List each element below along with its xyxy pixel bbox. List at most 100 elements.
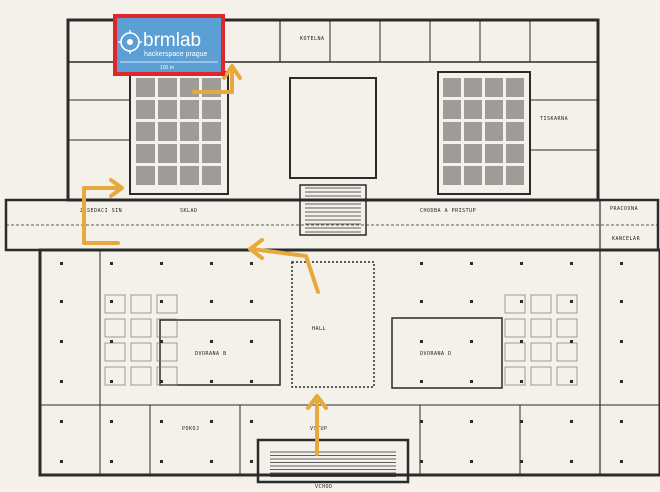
pillar [470,262,473,265]
pillar [110,420,113,423]
pillar [420,340,423,343]
east-hall-grid-cell [504,318,526,338]
column-grid [104,78,578,386]
east-hall-grid-cell [530,294,552,314]
left-court-grid-cell [136,122,155,141]
pillar [60,262,63,265]
east-hall-grid-cell [530,318,552,338]
label-hall-b: DVORANA B [195,351,227,357]
right-court-grid-cell [443,122,461,141]
west-hall-grid-cell [104,318,126,338]
gear-icon [118,30,142,54]
left-court-grid-cell [158,78,177,97]
west-hall-grid-cell [104,366,126,386]
pillar [110,262,113,265]
left-court-grid-cell [136,144,155,163]
pillar [470,340,473,343]
right-court-grid-cell [506,166,524,185]
pillar [470,460,473,463]
pillar [160,420,163,423]
pillar [420,380,423,383]
left-court-grid-cell [180,100,199,119]
pillar [250,340,253,343]
brmlab-logo: brmlab hackerspace prague 100 m [113,14,225,76]
left-court-grid-cell [202,100,221,119]
west-hall-grid-cell [156,366,178,386]
pillar [60,420,63,423]
west-hall-grid-cell [156,294,178,314]
west-hall-grid-cell [104,342,126,362]
right-court-grid-cell [464,166,482,185]
pillar [520,262,523,265]
right-court-grid-cell [485,166,503,185]
right-court-grid-cell [485,78,503,97]
route-arrows [82,64,328,456]
left-court-grid-cell [202,78,221,97]
left-court-grid-cell [180,78,199,97]
pillar [210,460,213,463]
logo-sub: 100 m [160,65,174,71]
route-arrow-hall [248,238,320,294]
pillar [520,300,523,303]
pillar [620,380,623,383]
right-court-grid-cell [443,166,461,185]
label-hall-d: DVORANA D [420,351,452,357]
west-hall-grid-cell [156,342,178,362]
label-chodba: CHODBA A PRISTUP [420,208,476,214]
right-court-grid-cell [443,100,461,119]
right-court-grid-cell [443,78,461,97]
pillar [160,300,163,303]
logo-brand: brmlab [143,30,201,51]
pillar [210,340,213,343]
pillar [420,460,423,463]
right-court-grid-cell [506,100,524,119]
pillar [470,420,473,423]
left-court-grid-cell [136,166,155,185]
pillar [620,262,623,265]
west-hall-grid-cell [104,294,126,314]
west-hall-grid-cell [130,318,152,338]
left-court-grid-cell [136,100,155,119]
right-court-grid-cell [464,78,482,97]
pillar [620,420,623,423]
left-court-grid-cell [202,166,221,185]
pillar [210,300,213,303]
right-court-grid-cell [485,100,503,119]
east-hall-grid-cell [556,294,578,314]
pillar [60,340,63,343]
left-court-grid-cell [158,166,177,185]
left-court-grid-cell [158,100,177,119]
pillar [110,300,113,303]
label-vchod: VCHOD [315,484,333,490]
pillar [570,262,573,265]
pillar [160,340,163,343]
pillar [570,300,573,303]
label-pokoj: POKOJ [182,426,200,432]
label-kancelar: KANCELAR [612,236,641,242]
pillar [570,460,573,463]
east-hall-grid-cell [504,366,526,386]
left-court-grid-cell [158,144,177,163]
label-tisk: TISKARNA [540,116,568,122]
right-court-grid-cell [506,78,524,97]
route-arrow-corridor [82,178,124,245]
west-hall-grid-cell [130,342,152,362]
pillar [60,380,63,383]
right-court-grid-cell [464,122,482,141]
left-court-grid-cell [202,144,221,163]
pillar [110,460,113,463]
left-court-grid-cell [180,166,199,185]
pillar [470,300,473,303]
pillar [250,380,253,383]
pillar [210,380,213,383]
pillar [250,420,253,423]
right-court-grid-cell [464,100,482,119]
pillar [160,460,163,463]
label-hall: HALL [312,326,326,332]
pillar [620,340,623,343]
logo-tagline: hackerspace prague [144,51,208,58]
left-court-grid-cell [180,122,199,141]
